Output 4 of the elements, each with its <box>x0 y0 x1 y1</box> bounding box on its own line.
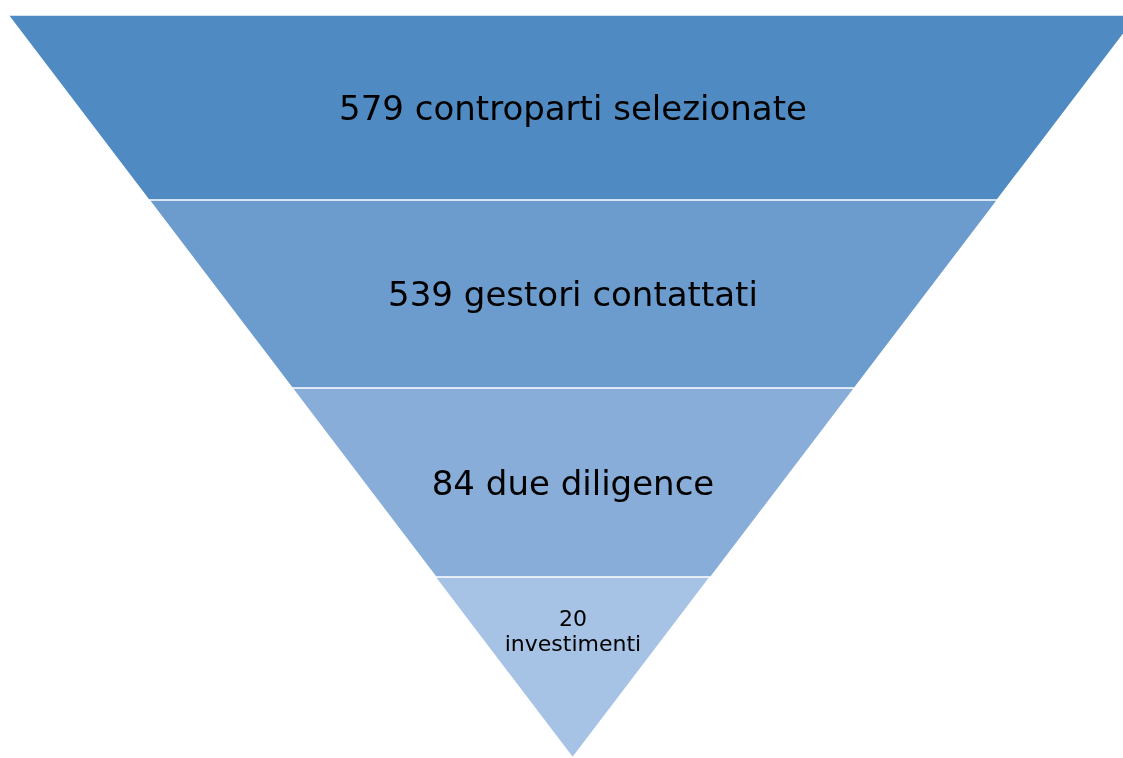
segment-label: 579 controparti selezionate <box>339 87 807 128</box>
segment-label: 539 gestori contattati <box>388 274 758 314</box>
segment-label: 84 due diligence <box>431 462 715 503</box>
segment-label: 20 investimenti <box>503 606 643 657</box>
